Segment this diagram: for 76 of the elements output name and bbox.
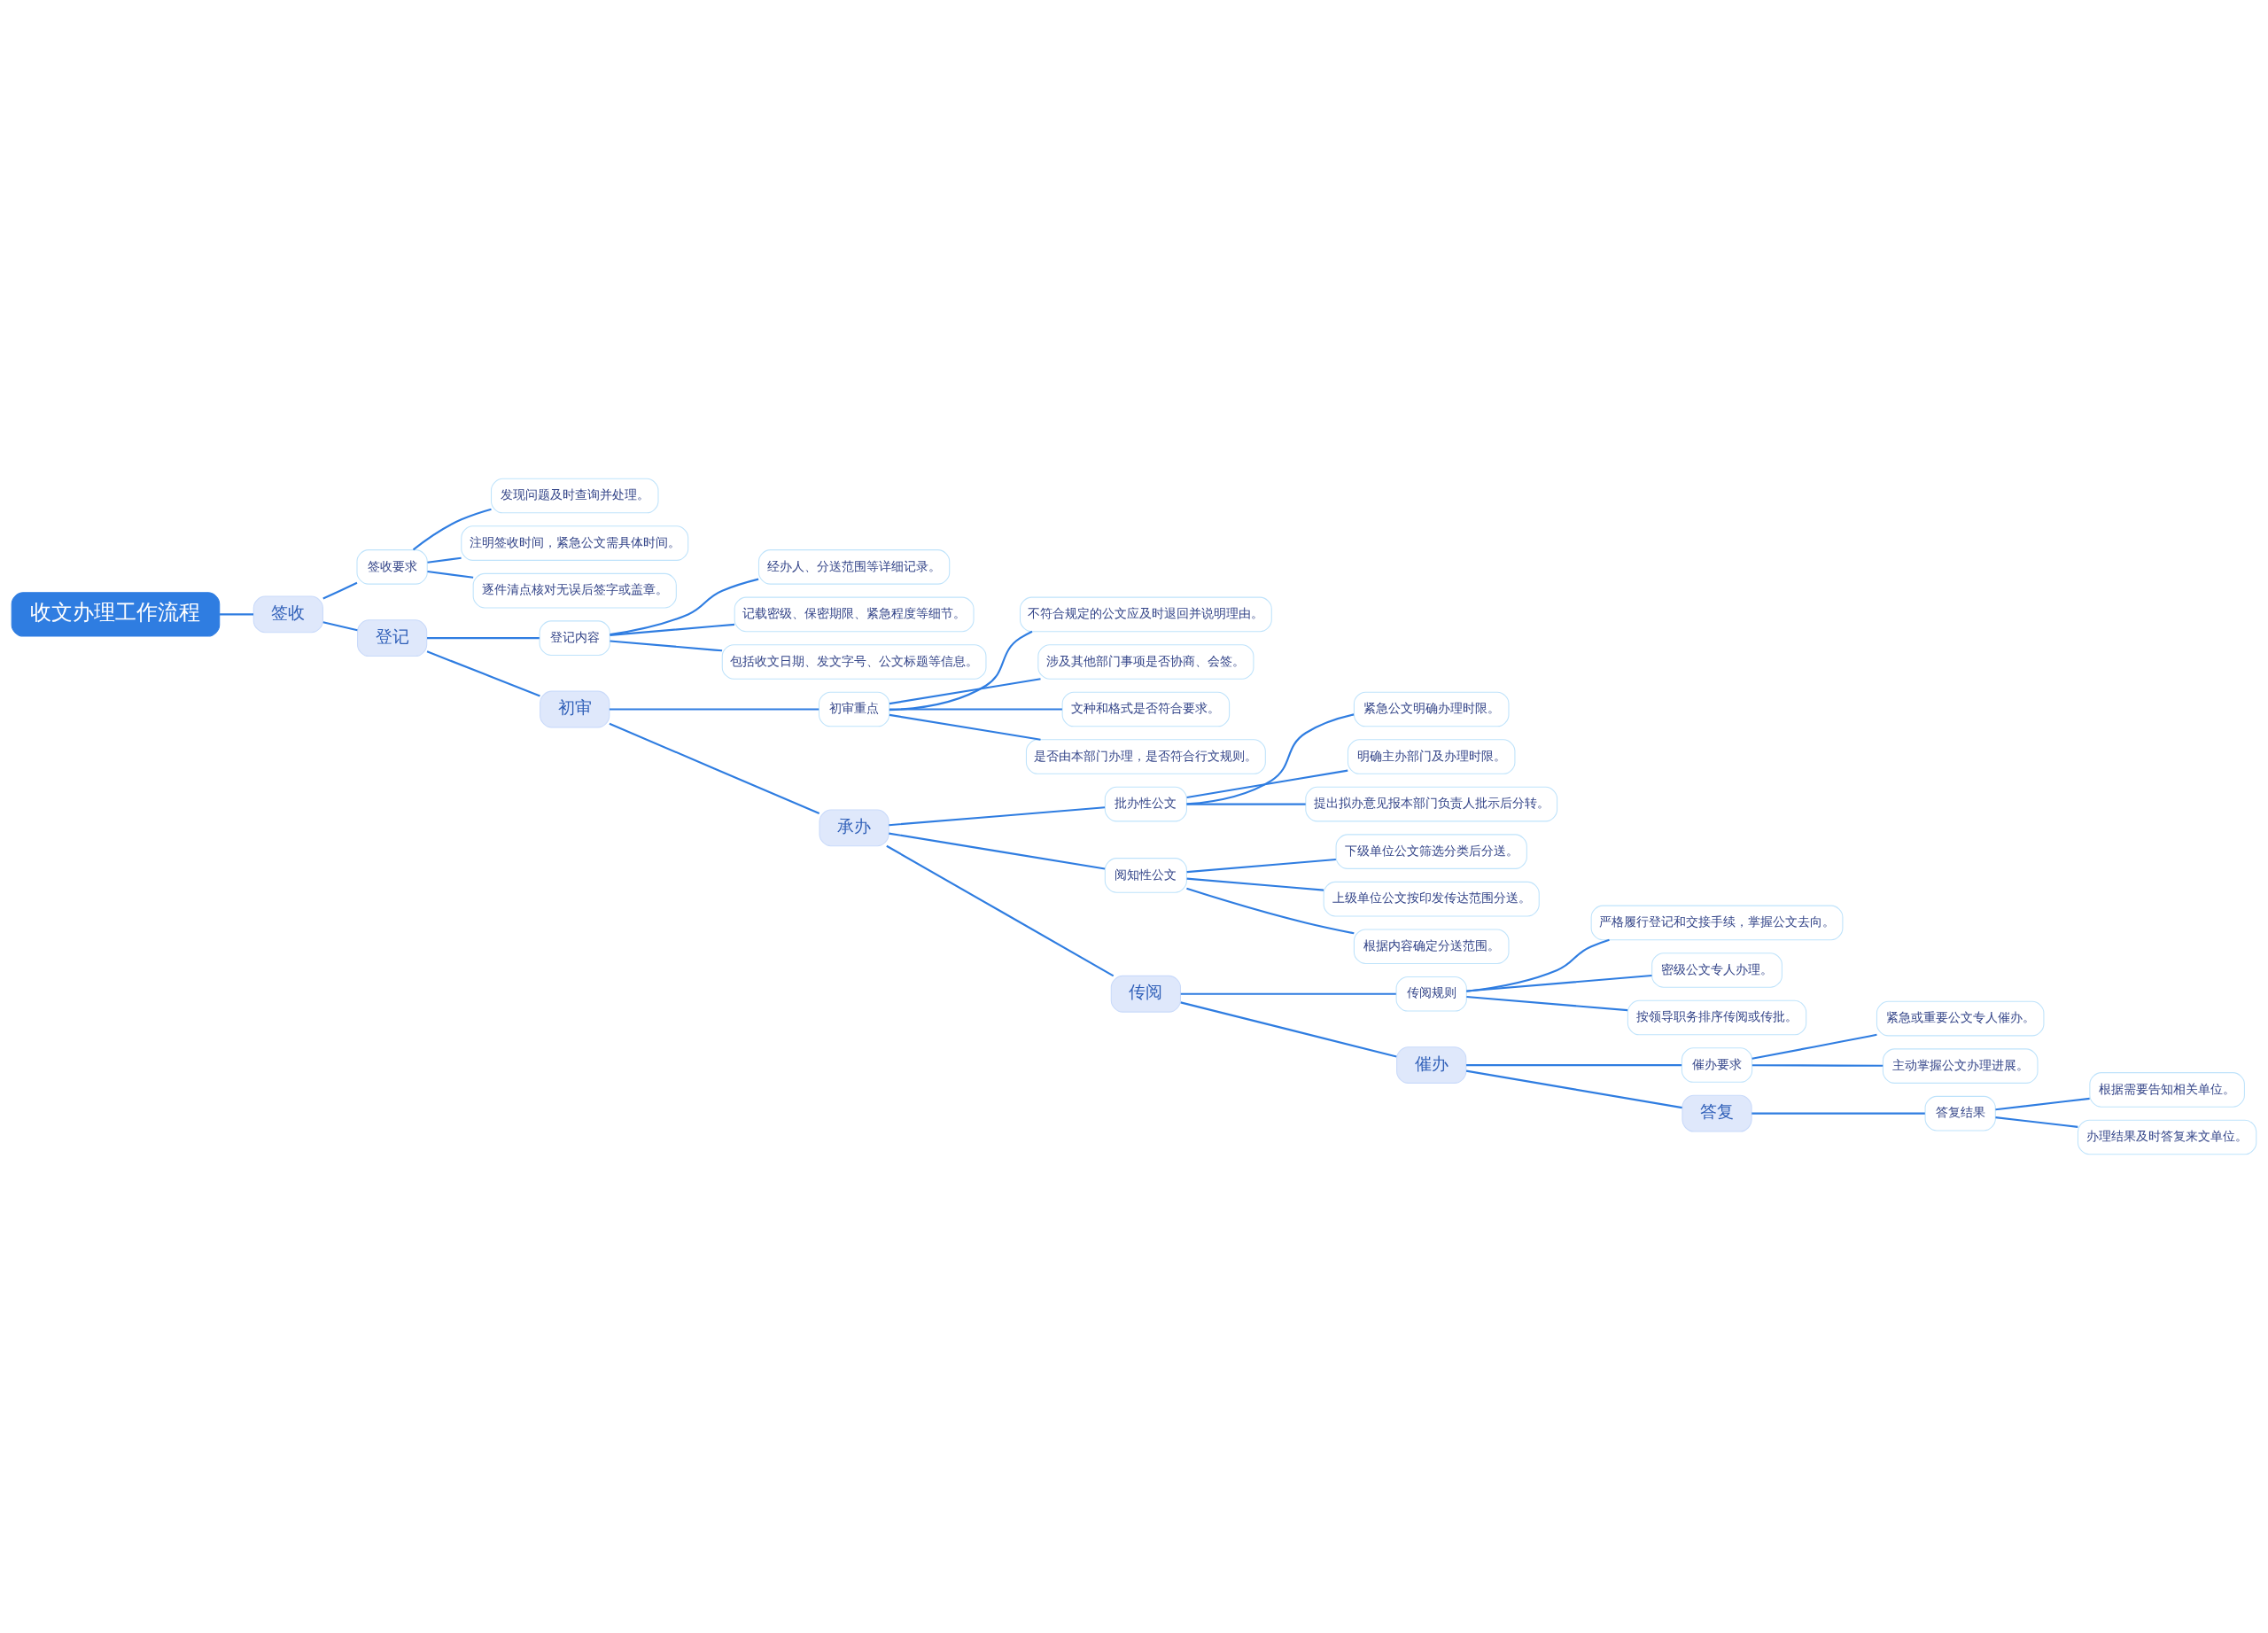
node-box: 登记 [357, 619, 428, 657]
connector [1751, 1064, 1884, 1067]
node-box: 答复 [1682, 1094, 1752, 1132]
connector [1466, 1064, 1682, 1067]
connector [219, 613, 253, 616]
node-box: 上级单位公文按印发传达范围分送。 [1323, 881, 1540, 917]
connector [1466, 974, 1652, 992]
connector [322, 581, 358, 600]
node-box: 下级单位公文筛选分类后分送。 [1335, 834, 1527, 869]
node-box: 签收要求 [356, 549, 428, 585]
connector [889, 713, 1041, 741]
node-box: 登记内容 [539, 620, 610, 656]
connector [889, 832, 1106, 870]
node-box: 办理结果及时答复来文单位。 [2077, 1119, 2257, 1155]
node-box: 催办要求 [1681, 1047, 1753, 1083]
connector [889, 678, 1041, 705]
connector [1995, 1097, 2090, 1111]
connector [427, 637, 540, 640]
connector [886, 844, 1115, 977]
node-box: 涉及其他部门事项是否协商、会签。 [1037, 644, 1254, 680]
connector [1186, 803, 1306, 805]
connector [427, 570, 474, 579]
node-box: 逐件清点核对无误后签字或盖章。 [472, 572, 677, 609]
node-box: 不符合规定的公文应及时退回并说明理由。 [1019, 596, 1272, 633]
node-box: 根据内容确定分送范围。 [1353, 929, 1510, 964]
connector [1186, 877, 1324, 891]
node-box: 密级公文专人办理。 [1651, 953, 1783, 988]
connector [1186, 887, 1355, 935]
node-box: 催办 [1396, 1046, 1467, 1084]
node-box: 批办性公文 [1104, 786, 1187, 822]
node-box: 经办人、分送范围等详细记录。 [757, 549, 951, 585]
node-box: 签收 [252, 595, 323, 634]
node-box: 阅知性公文 [1104, 858, 1187, 893]
connector [609, 708, 819, 711]
connector [610, 640, 723, 652]
node-box: 包括收文日期、发文字号、公文标题等信息。 [721, 644, 987, 680]
node-box: 主动掌握公文办理进展。 [1882, 1048, 2039, 1084]
node-box: 注明签收时间，紧急公文需具体时间。 [461, 525, 689, 561]
connector [610, 578, 759, 636]
node-box: 文种和格式是否符合要求。 [1061, 691, 1231, 727]
connector [426, 650, 540, 697]
node-box: 传阅 [1110, 975, 1181, 1013]
connector [1751, 1033, 1877, 1060]
connector [322, 621, 358, 632]
node-box: 紧急或重要公文专人催办。 [1876, 1000, 2045, 1037]
connector [1466, 938, 1610, 992]
node-box: 承办 [819, 809, 889, 847]
connector [1995, 1116, 2078, 1128]
connector [1466, 995, 1628, 1012]
connector [1751, 1112, 1925, 1115]
connector [609, 722, 820, 814]
connector [610, 623, 735, 636]
connector [1186, 769, 1348, 799]
node-box: 收文办理工作流程 [11, 592, 221, 637]
connector [1180, 992, 1396, 995]
node-box: 传阅规则 [1395, 976, 1467, 1012]
node-box: 初审重点 [818, 691, 890, 727]
connector [1186, 713, 1355, 805]
connector [1186, 859, 1336, 874]
node-box: 记载密级、保密期限、紧急程度等细节。 [734, 596, 975, 633]
node-box: 是否由本部门办理，是否符合行文规则。 [1025, 739, 1266, 774]
node-box: 提出拟办意见报本部门负责人批示后分转。 [1305, 786, 1558, 822]
connector [889, 708, 1062, 711]
node-box: 初审 [540, 690, 610, 728]
node-box: 严格履行登记和交接手续，掌握公文去向。 [1590, 905, 1844, 941]
node-box: 紧急公文明确办理时限。 [1353, 691, 1510, 727]
node-box: 答复结果 [1924, 1095, 1996, 1131]
node-box: 明确主办部门及办理时限。 [1347, 739, 1516, 774]
node-box: 根据需要告知相关单位。 [2089, 1072, 2245, 1108]
connector [1180, 1001, 1397, 1058]
connector [889, 806, 1106, 827]
connector [412, 508, 492, 551]
connector [1465, 1069, 1682, 1109]
connector [427, 556, 462, 564]
node-box: 按领导职务排序传阅或传批。 [1627, 999, 1807, 1036]
node-box: 发现问题及时查询并处理。 [490, 478, 659, 514]
